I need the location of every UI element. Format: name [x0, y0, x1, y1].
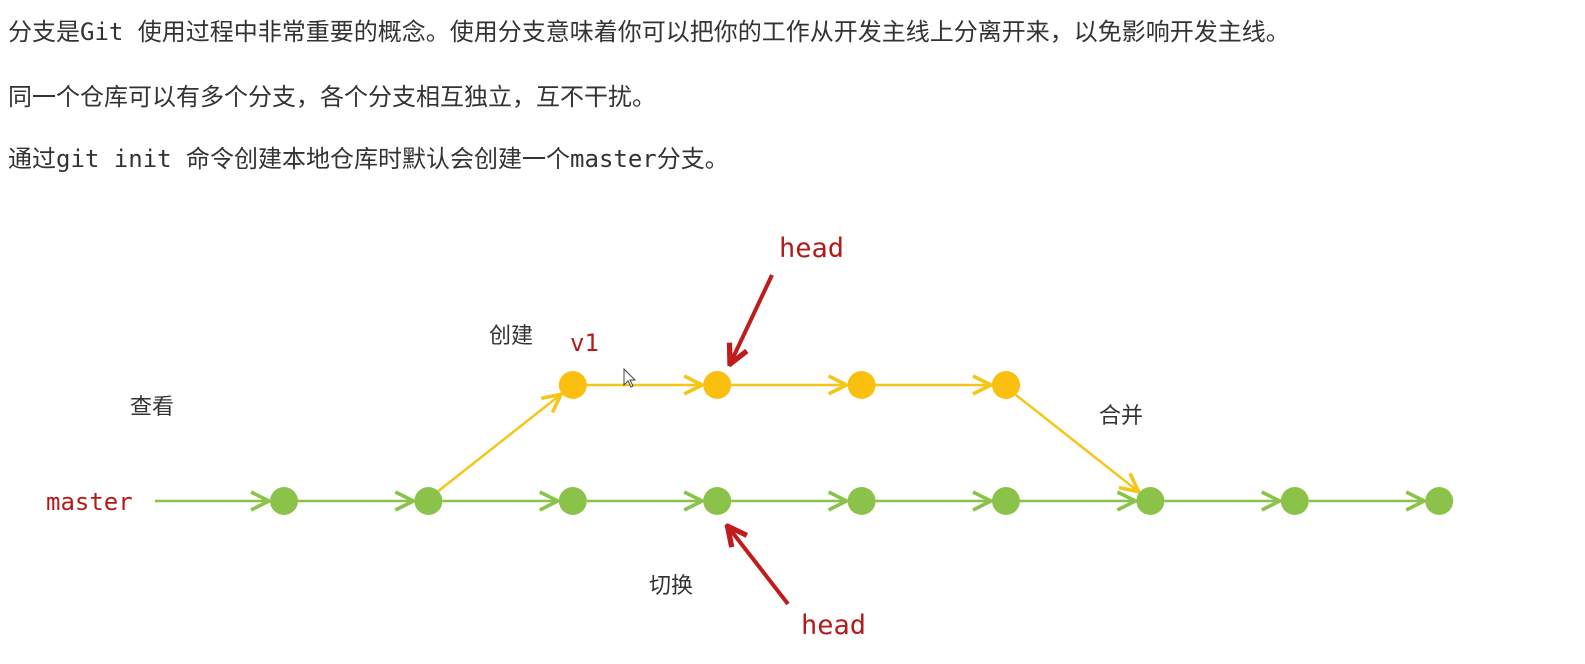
- v1-commit-node: [847, 371, 876, 399]
- master-commit-node: [414, 487, 443, 515]
- head-pointer-bottom-arrow: [729, 528, 790, 606]
- intro-paragraph-3: 通过git init 命令创建本地仓库时默认会创建一个master分支。: [8, 143, 729, 175]
- v1-commit-node: [992, 371, 1020, 399]
- master-commit-node: [992, 487, 1020, 515]
- code-text: Git: [80, 18, 138, 46]
- create-label: 创建: [489, 324, 533, 349]
- master-commit-node: [270, 487, 298, 515]
- head-pointer-top-arrow: [731, 274, 774, 362]
- paragraph-text: 使用过程中非常重要的概念。使用分支意味着你可以把你的工作从开发主线上分离开来，以…: [137, 18, 1290, 46]
- view-label: 查看: [130, 395, 174, 420]
- code-text: master: [570, 145, 657, 173]
- master-commit-node: [1280, 487, 1309, 515]
- v1-commit-node: [703, 371, 732, 399]
- v1-branch-label: v1: [570, 329, 599, 357]
- intro-paragraph-2: 同一个仓库可以有多个分支，各个分支相互独立，互不干扰。: [8, 81, 656, 113]
- master-commit-node: [847, 487, 876, 515]
- head-label-top: head: [779, 233, 844, 264]
- branch-create-edge: [437, 394, 561, 492]
- head-label-bottom: head: [801, 610, 866, 641]
- mouse-cursor-icon: [623, 367, 637, 388]
- intro-paragraph-1: 分支是Git 使用过程中非常重要的概念。使用分支意味着你可以把你的工作从开发主线…: [8, 16, 1290, 48]
- commit-nodes: [270, 371, 1454, 515]
- master-branch-label: master: [46, 488, 133, 516]
- paragraph-text: 分支是: [8, 18, 80, 46]
- code-text: git init: [56, 145, 187, 173]
- switch-label: 切换: [649, 574, 693, 599]
- master-commit-node: [703, 487, 732, 515]
- master-commit-node: [558, 487, 587, 515]
- paragraph-text: 分支。: [656, 145, 729, 173]
- branch-merge-edge: [1015, 394, 1139, 492]
- master-commit-node: [1136, 487, 1165, 515]
- paragraph-text: 通过: [8, 145, 56, 173]
- paragraph-text: 命令创建本地仓库时默认会创建一个: [186, 145, 571, 173]
- v1-commit-node: [558, 371, 587, 399]
- merge-label: 合并: [1099, 404, 1143, 429]
- commit-edges: [155, 385, 1424, 501]
- paragraph-text: 同一个仓库可以有多个分支，各个分支相互独立，互不干扰。: [8, 83, 656, 111]
- master-commit-node: [1425, 487, 1454, 515]
